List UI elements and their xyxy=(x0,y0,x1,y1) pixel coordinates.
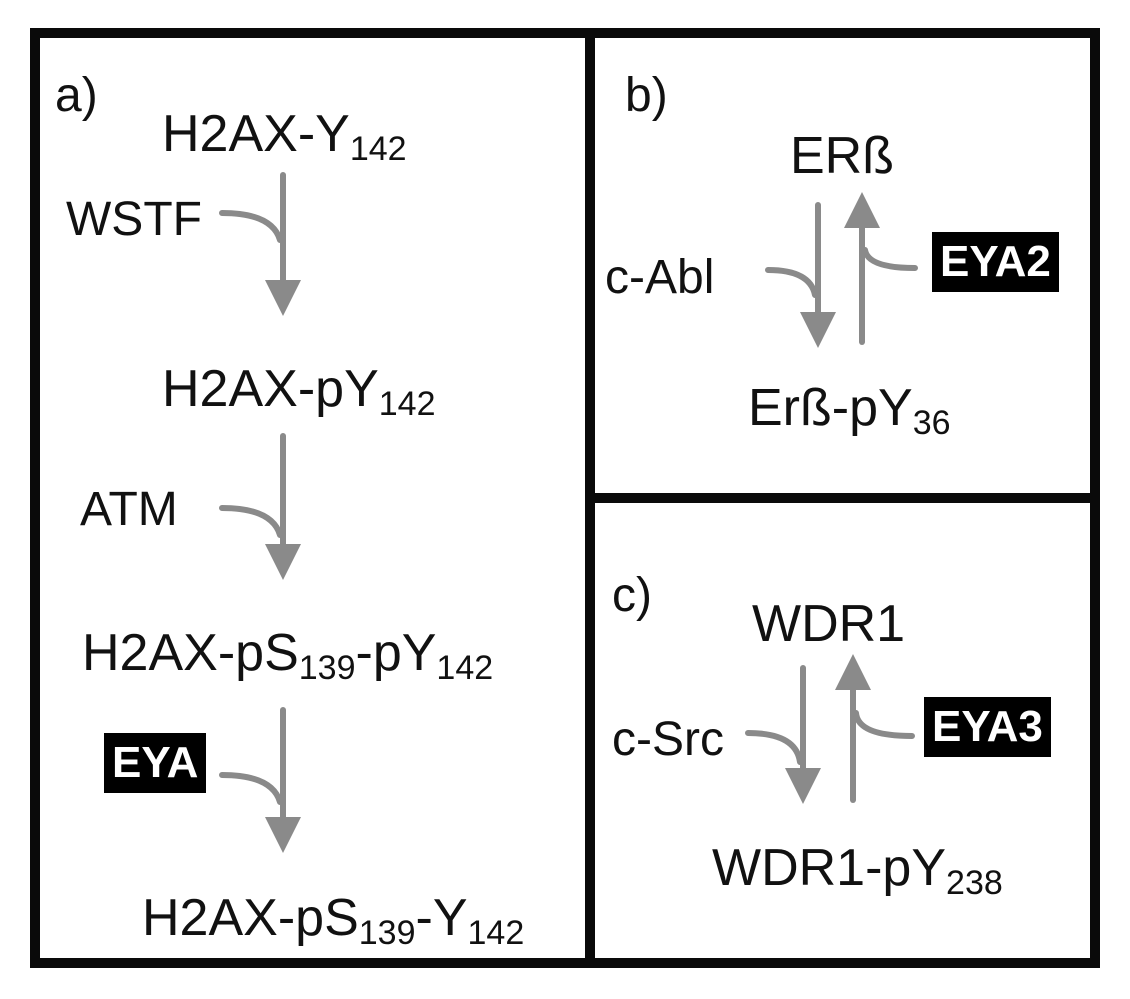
enzyme-atm: ATM xyxy=(80,483,178,536)
node-h2ax-y142: H2AX-Y142 xyxy=(162,105,407,168)
enzyme-eya-box: EYA xyxy=(104,733,207,793)
enzyme-eya3-box: EYA3 xyxy=(924,697,1051,757)
panel-c-letter: c) xyxy=(612,569,652,622)
node-h2ax-ps139-y142: H2AX-pS139-Y142 xyxy=(142,889,525,952)
node-h2ax-ps139-py142: H2AX-pS139-pY142 xyxy=(82,624,494,687)
enzyme-wstf: WSTF xyxy=(66,193,202,246)
node-wdr1: WDR1 xyxy=(752,595,906,653)
node-erb: ERß xyxy=(790,127,894,185)
enzyme-c-abl: c-Abl xyxy=(605,251,715,304)
enzyme-eya2-box: EYA2 xyxy=(932,232,1059,292)
panel-a-letter: a) xyxy=(55,69,98,122)
horizontal-divider xyxy=(590,493,1100,503)
panel-b-letter: b) xyxy=(625,69,668,122)
enzyme-c-src: c-Src xyxy=(612,713,724,766)
node-erb-py36: Erß-pY36 xyxy=(748,379,951,442)
node-h2ax-py142: H2AX-pY142 xyxy=(162,360,436,423)
node-wdr1-py238: WDR1-pY238 xyxy=(712,839,1003,902)
